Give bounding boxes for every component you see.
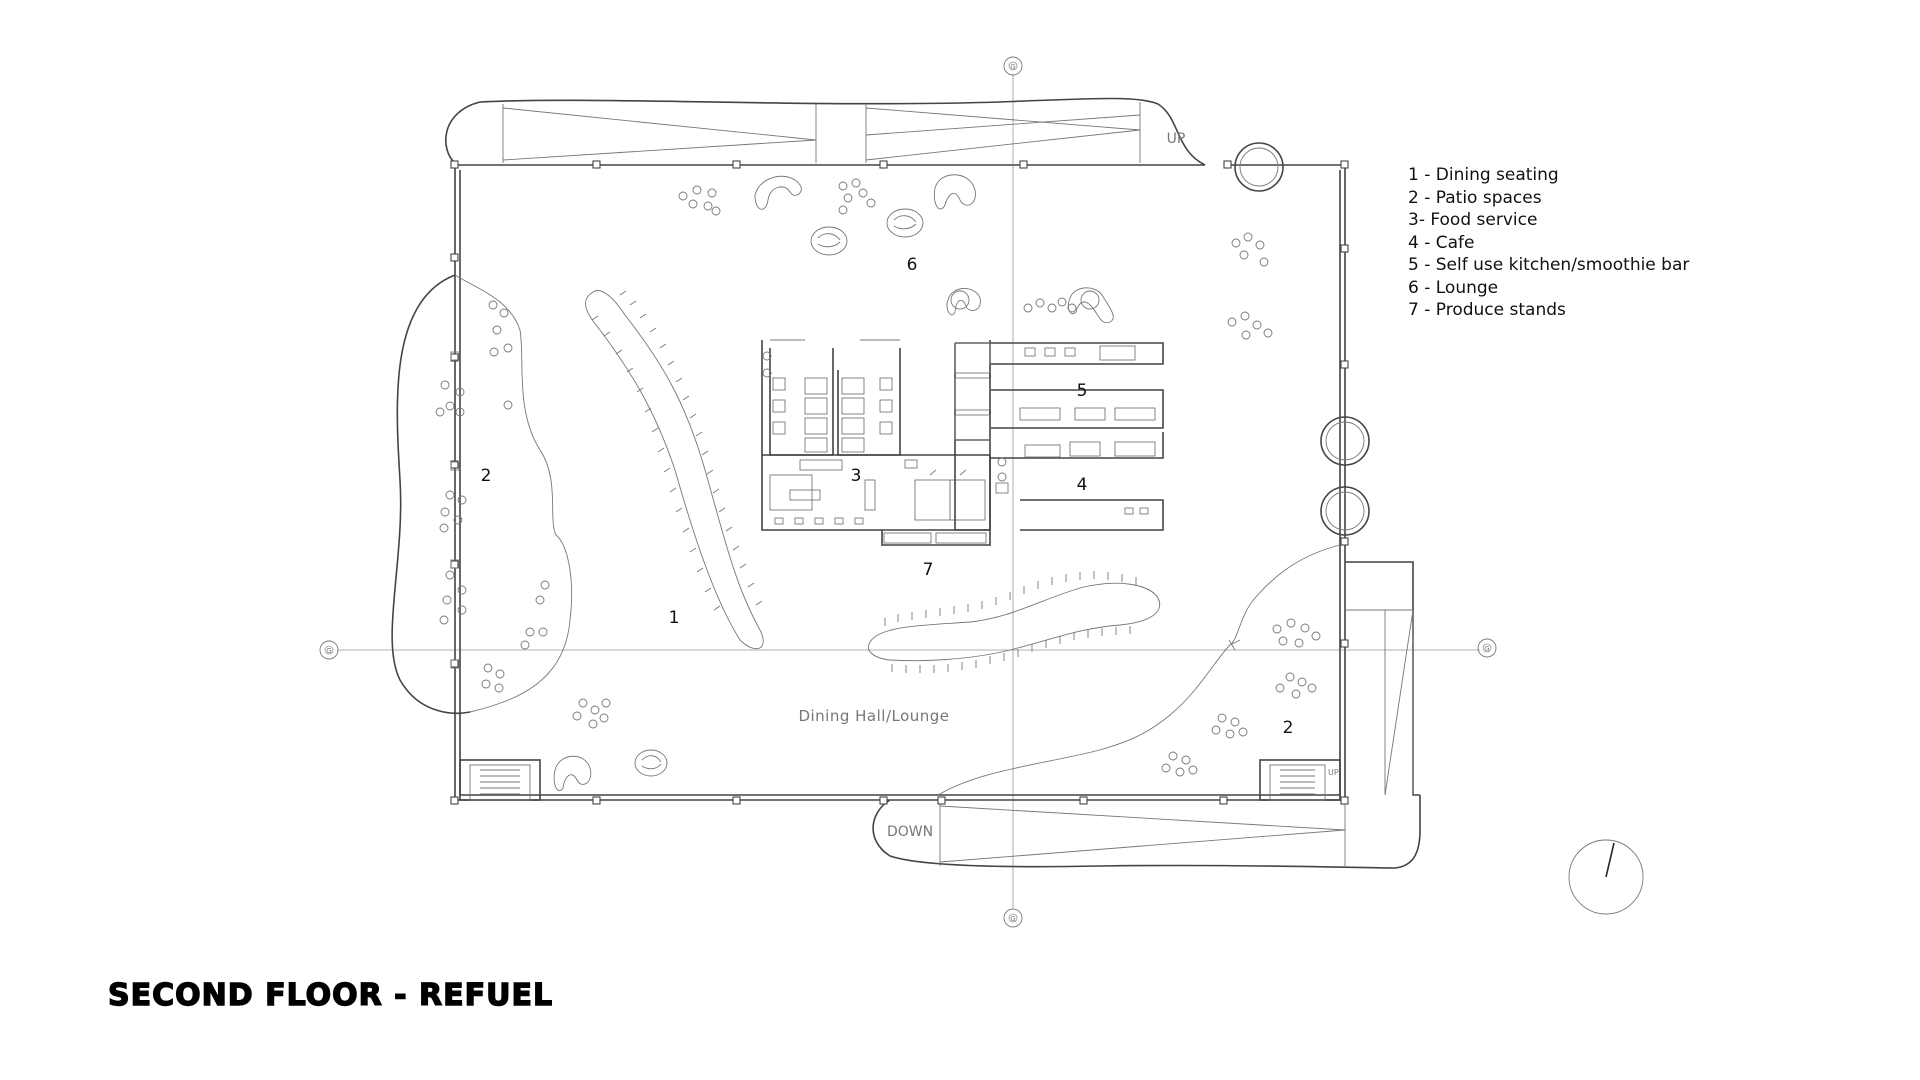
legend: 1 - Dining seating 2 - Patio spaces 3- F… — [1408, 164, 1689, 322]
southwest-furniture — [553, 698, 668, 792]
stair-southeast: UP — [1259, 759, 1341, 801]
stair-southwest — [459, 759, 541, 801]
zone-label-patio-west: 2 — [481, 466, 492, 486]
grid-marker-top: G — [1003, 56, 1023, 76]
lounge-furniture — [678, 174, 1273, 340]
east-ramp — [1345, 561, 1420, 796]
legend-item: 4 - Cafe — [1408, 232, 1475, 253]
room-label: Dining Hall/Lounge — [798, 707, 949, 725]
svg-text:UP: UP — [1167, 131, 1186, 147]
zone-label-lounge: 6 — [907, 255, 918, 275]
serpentine-bench — [868, 571, 1161, 673]
zone-label-patio-east: 2 — [1283, 718, 1294, 738]
building-outline — [454, 164, 1346, 801]
legend-item: 7 - Produce stands — [1408, 300, 1566, 320]
east-patio — [937, 544, 1341, 796]
svg-text:DOWN: DOWN — [887, 824, 933, 840]
zone-label-kitchen: 5 — [1077, 381, 1088, 401]
curved-counter — [585, 290, 764, 650]
grid-lines — [338, 74, 1480, 908]
central-core — [761, 339, 1164, 546]
svg-text:UP: UP — [1328, 768, 1339, 777]
legend-item: 3- Food service — [1408, 210, 1538, 230]
north-arrow-icon — [1568, 839, 1644, 915]
legend-item: 6 - Lounge — [1408, 277, 1499, 298]
zone-label-produce: 7 — [923, 560, 934, 580]
zone-label-food-service: 3 — [851, 466, 862, 486]
grid-marker-right: G — [1477, 638, 1497, 658]
grid-marker-left: G — [319, 640, 339, 660]
zone-label-dining: 1 — [669, 608, 680, 628]
west-patio — [391, 274, 573, 714]
svg-text:G: G — [1484, 645, 1489, 653]
svg-text:G: G — [1010, 63, 1015, 71]
grid-marker-bottom: G — [1003, 908, 1023, 928]
legend-item: 5 - Self use kitchen/smoothie bar — [1408, 255, 1690, 275]
legend-item: 1 - Dining seating — [1408, 165, 1559, 185]
columns — [450, 160, 1349, 805]
top-ramp: UP — [445, 97, 1206, 166]
page-title: SECOND FLOOR - REFUEL — [107, 977, 554, 1013]
svg-text:G: G — [326, 647, 331, 655]
svg-text:G: G — [1010, 915, 1015, 923]
legend-item: 2 - Patio spaces — [1408, 187, 1542, 208]
zone-label-cafe: 4 — [1077, 475, 1088, 495]
round-towers — [1234, 142, 1370, 536]
bottom-ramp: DOWN — [872, 795, 1421, 869]
